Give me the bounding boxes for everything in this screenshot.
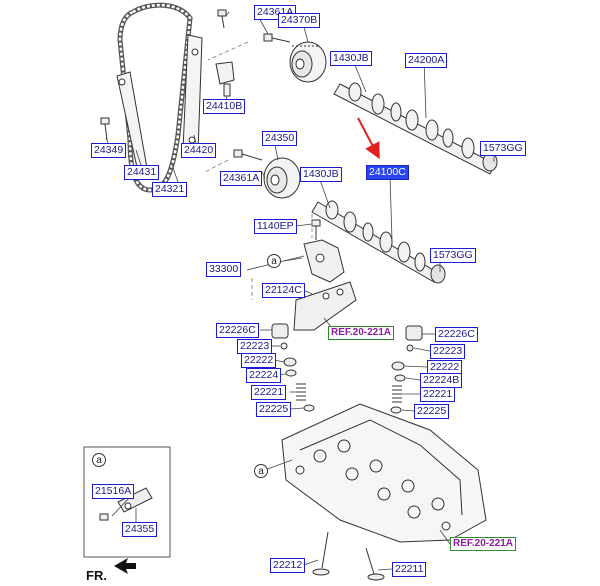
valve-parts-right — [390, 325, 423, 414]
part-label-22221-left[interactable]: 22221 — [251, 385, 287, 400]
callout-a-inset: a — [92, 453, 106, 467]
part-label-22124c[interactable]: 22124C — [262, 283, 305, 298]
part-label-24100c[interactable]: 24100C — [366, 165, 409, 180]
part-label-24321[interactable]: 24321 — [152, 182, 188, 197]
front-direction-label: FR. — [86, 568, 107, 583]
reference-link-bottom[interactable]: REF.20-221A — [450, 537, 517, 551]
valve-parts-left — [271, 323, 315, 412]
part-label-21516a[interactable]: 21516A — [92, 484, 135, 499]
part-label-22225-right[interactable]: 22225 — [414, 404, 450, 419]
sprocket-24370b — [289, 41, 327, 83]
part-label-22223-left[interactable]: 22223 — [237, 339, 273, 354]
part-label-24350[interactable]: 24350 — [262, 131, 298, 146]
camshaft-exhaust — [333, 82, 498, 175]
part-label-24410b[interactable]: 24410B — [203, 99, 246, 114]
front-direction-arrow-icon — [114, 558, 136, 574]
dashed-guides — [204, 41, 313, 300]
bolt-24349 — [100, 117, 110, 141]
part-label-22211[interactable]: 22211 — [392, 562, 427, 577]
part-label-24361a-mid[interactable]: 24361A — [220, 171, 263, 186]
part-label-22224-left[interactable]: 22224 — [246, 368, 282, 383]
part-label-24200a[interactable]: 24200A — [405, 53, 448, 68]
callout-a-bracket: a — [267, 254, 281, 268]
timing-chain — [117, 2, 193, 193]
part-label-22222-right[interactable]: 22222 — [427, 360, 463, 375]
part-label-22222-left[interactable]: 22222 — [241, 353, 277, 368]
part-label-24349[interactable]: 24349 — [91, 143, 127, 158]
part-label-22225-left[interactable]: 22225 — [256, 402, 292, 417]
bolt-24361a-top — [263, 33, 291, 43]
part-label-22226c-left[interactable]: 22226C — [216, 323, 259, 338]
valve-exhaust — [312, 531, 330, 576]
bolt-top-small — [217, 9, 227, 29]
valve-intake — [365, 547, 385, 581]
sprocket-24350 — [263, 157, 301, 199]
bolt-1140ep — [311, 219, 321, 240]
part-label-1573gg-top[interactable]: 1573GG — [480, 141, 526, 156]
part-label-33300[interactable]: 33300 — [206, 262, 242, 277]
part-label-24420[interactable]: 24420 — [181, 143, 217, 158]
part-label-1140ep[interactable]: 1140EP — [254, 219, 297, 234]
bolt-24361a-mid — [233, 149, 263, 161]
part-label-24370b[interactable]: 24370B — [278, 13, 321, 28]
part-label-24431[interactable]: 24431 — [124, 165, 160, 180]
camshaft-intake — [311, 200, 446, 284]
part-label-22212[interactable]: 22212 — [270, 558, 306, 573]
cylinder-head — [281, 403, 487, 543]
part-label-22221-right[interactable]: 22221 — [420, 387, 456, 402]
chain-guide-right — [182, 34, 203, 153]
part-label-1430jb-top[interactable]: 1430JB — [330, 51, 372, 66]
bracket-22124c — [293, 281, 357, 331]
part-label-24355[interactable]: 24355 — [122, 522, 158, 537]
part-label-1573gg-mid[interactable]: 1573GG — [430, 248, 476, 263]
reference-link-top[interactable]: REF.20-221A — [328, 326, 395, 340]
cam-bracket-33300 — [303, 239, 345, 283]
part-label-22223-right[interactable]: 22223 — [430, 344, 466, 359]
part-label-22226c-right[interactable]: 22226C — [435, 327, 478, 342]
part-label-22224b[interactable]: 22224B — [420, 373, 463, 388]
callout-a-head: a — [254, 464, 268, 478]
chain-tensioner — [215, 61, 235, 97]
part-label-1430jb-mid[interactable]: 1430JB — [300, 167, 342, 182]
red-arrow-icon — [357, 117, 380, 160]
